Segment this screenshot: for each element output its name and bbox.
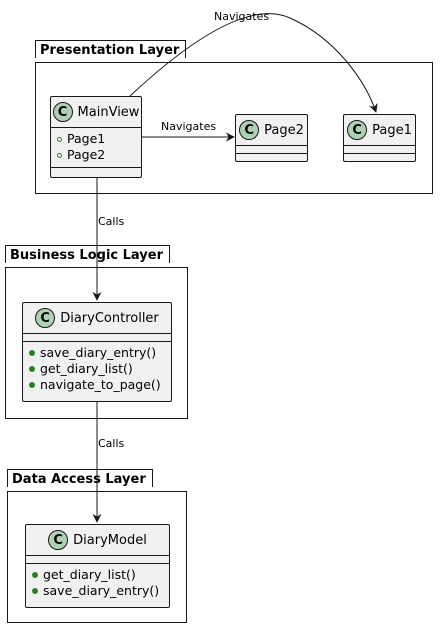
business-logic-layer-title: Business Logic Layer [10,248,163,263]
diarymodel-class-name: DiaryModel [73,532,147,548]
list-item: save_diary_entry() [29,345,167,361]
edge-label-calls-2: Calls [98,437,125,450]
class-icon: C [239,120,260,140]
public-field-icon [57,136,62,142]
list-item: get_diary_list() [29,361,167,377]
mainview-class-name: MainView [77,104,140,120]
class-icon: C [35,308,56,328]
business-logic-layer-tab: Business Logic Layer [5,245,170,263]
public-method-icon [29,366,35,372]
edge-label-navigates-mid: Navigates [161,120,217,133]
list-item: save_diary_entry() [32,583,165,599]
class-icon: C [347,120,368,140]
presentation-layer-tab: Presentation Layer [35,40,187,58]
list-item: get_diary_list() [32,567,165,583]
public-method-icon [32,572,38,578]
presentation-layer-title: Presentation Layer [40,43,180,58]
data-access-layer-title: Data Access Layer [12,472,146,487]
class-icon: C [52,102,73,122]
navigates-edge-mainview-page1 [129,13,378,113]
list-item: Page1 [57,131,137,147]
public-method-icon [29,350,35,356]
public-method-icon [29,382,35,388]
public-method-icon [32,588,38,594]
page2-class-name: Page2 [264,122,304,138]
list-item: navigate_to_page() [29,377,167,393]
public-field-icon [57,152,62,158]
diarycontroller-class-name: DiaryController [60,310,159,326]
edge-label-calls-1: Calls [98,215,125,228]
data-access-layer-tab: Data Access Layer [7,469,153,487]
edge-label-navigates-top: Navigates [214,10,270,23]
list-item: Page2 [57,147,137,163]
class-icon: C [48,530,69,550]
page1-class-name: Page1 [372,122,412,138]
